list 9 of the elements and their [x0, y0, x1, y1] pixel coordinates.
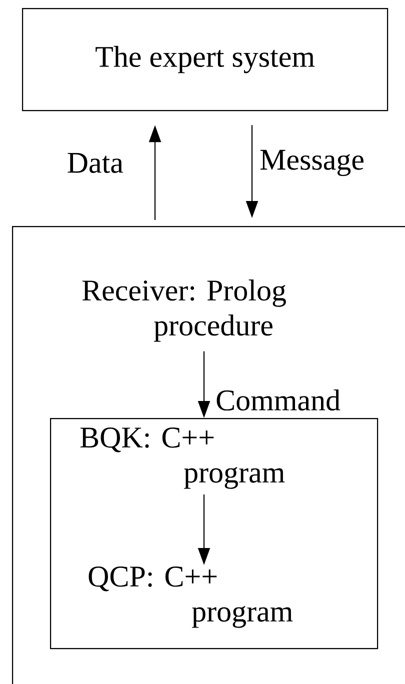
edge-label: Data: [68, 153, 124, 173]
edge-label: Command: [216, 389, 340, 411]
system-box: The expert system: [22, 8, 388, 112]
component-label: Receiver: Prolog procedure: [82, 280, 286, 342]
component-label: BQK: C++ program: [80, 428, 285, 489]
program-box: [50, 418, 378, 650]
component-label: QCP: C++ program: [88, 566, 293, 628]
edge-label: Message: [260, 150, 364, 176]
outer-box: [12, 226, 405, 684]
